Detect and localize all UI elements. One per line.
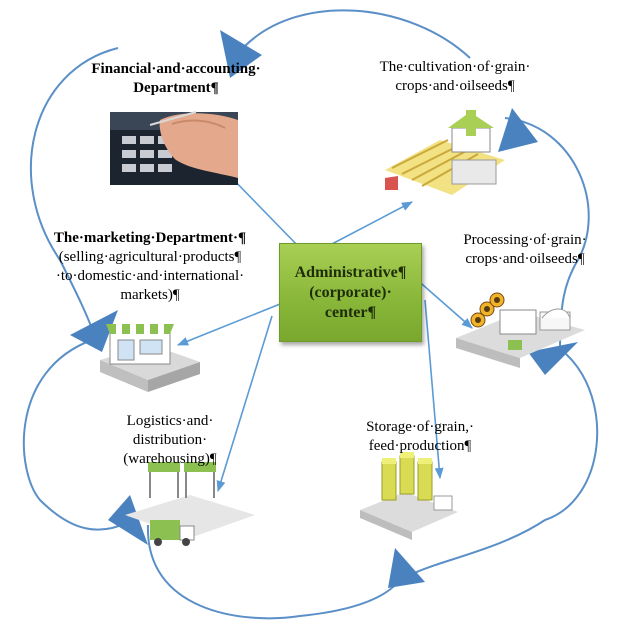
label-processing-line-2: crops·and·oilseeds¶ [465, 251, 585, 267]
label-marketing-title: The·marketing·Department·¶ [53, 230, 247, 246]
cycle-arrowhead-2 [70, 310, 118, 352]
label-logistics-line-3: (warehousing)¶ [123, 451, 217, 467]
warehouse-truck-illustration [125, 462, 255, 546]
connector-arrows [176, 173, 473, 493]
label-logistics: Logistics·and· distribution· (warehousin… [95, 412, 245, 469]
label-storage: Storage·of·grain,· feed·production¶ [340, 418, 500, 456]
cycle-arrowhead-6 [498, 108, 538, 152]
cycle-arrowhead-5 [528, 342, 578, 375]
label-storage-line-2: feed·production¶ [368, 438, 472, 454]
cycle-arrowhead-3 [108, 495, 148, 545]
cycle-loop-left [22, 339, 139, 531]
label-marketing-line-2: ·to·domestic·and·international· [55, 268, 245, 284]
connector-storage [424, 299, 444, 480]
label-cultivation: The·cultivation·of·grain· crops·and·oils… [350, 58, 560, 96]
label-logistics-line-2: distribution· [132, 432, 208, 448]
label-marketing-line-1: (selling·agricultural·products¶ [58, 249, 242, 265]
connector-financial [227, 173, 301, 249]
cycle-loop-right-bottom [409, 353, 599, 576]
cycle-loop-right-top [504, 117, 590, 353]
label-processing: Processing·of·grain· crops·and·oilseeds¶ [435, 231, 615, 269]
label-financial-line-1: Financial·and·accounting· [91, 61, 261, 77]
processing-plant-illustration [456, 292, 585, 368]
cycle-loop-top [244, 9, 471, 59]
store-illustration [100, 324, 200, 392]
connector-processing [414, 277, 473, 329]
cycle-arrowheads [70, 30, 578, 588]
label-marketing-line-3: markets)¶ [120, 287, 180, 303]
cycle-loop-top-left [30, 47, 119, 339]
calculator-illustration [110, 111, 238, 185]
center-line-3: center¶ [324, 303, 377, 321]
connector-cultivation [329, 201, 413, 246]
connector-logistics [216, 315, 273, 493]
cycle-loop-bottom [146, 524, 403, 620]
silo-illustration [360, 452, 458, 540]
label-financial: Financial·and·accounting· Department¶ [60, 60, 292, 98]
label-processing-line-1: Processing·of·grain· [463, 232, 587, 248]
label-marketing: The·marketing·Department·¶ (selling·agri… [25, 229, 275, 305]
label-cultivation-line-1: The·cultivation·of·grain· [379, 59, 531, 75]
label-logistics-line-1: Logistics·and· [126, 413, 214, 429]
connector-marketing [176, 301, 286, 346]
label-financial-line-2: Department¶ [133, 80, 219, 96]
label-cultivation-line-2: crops·and·oilseeds¶ [395, 78, 515, 94]
cycle-arrowhead-1 [220, 30, 262, 78]
cycle-loops [22, 9, 599, 620]
label-storage-line-1: Storage·of·grain,· [366, 419, 474, 435]
administrative-center-box: Administrative¶ (corporate)· center¶ [279, 243, 422, 342]
center-line-1: Administrative¶ [294, 263, 407, 281]
cycle-arrowhead-4 [388, 548, 425, 588]
center-line-2: (corporate)· [309, 283, 392, 301]
farm-field-illustration [385, 110, 505, 195]
